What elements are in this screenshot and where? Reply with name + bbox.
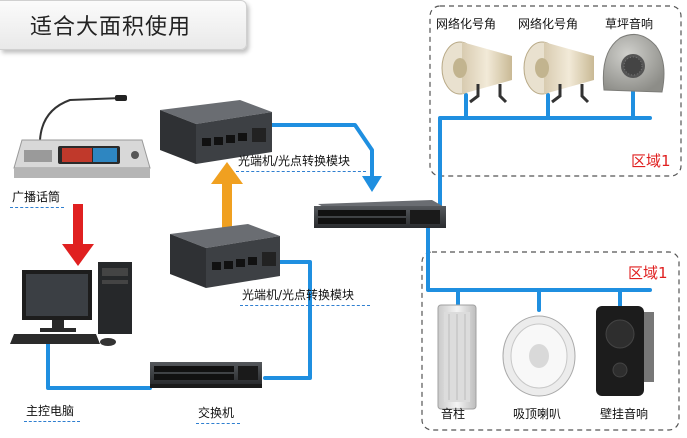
page-title: 适合大面积使用 bbox=[30, 15, 192, 40]
network-horn-1 bbox=[441, 41, 512, 104]
label-underline-converter-bottom bbox=[240, 305, 370, 306]
label-horn-1: 网络化号角 bbox=[436, 17, 497, 31]
label-column-speaker: 音柱 bbox=[441, 407, 466, 421]
core-switch bbox=[314, 200, 446, 228]
label-lawn-speaker: 草坪音响 bbox=[605, 17, 654, 31]
zone-1-bottom-box bbox=[421, 251, 680, 431]
label-mic: 广播话筒 bbox=[12, 190, 61, 204]
label-switch: 交换机 bbox=[198, 406, 235, 420]
ceiling-speaker bbox=[502, 315, 576, 397]
network-cables bbox=[46, 88, 652, 390]
label-underline-converter-top bbox=[236, 171, 366, 172]
label-underline-pc bbox=[24, 421, 80, 422]
wall-speaker bbox=[596, 306, 654, 396]
label-pc: 主控电脑 bbox=[26, 404, 75, 418]
access-switch bbox=[150, 362, 262, 388]
title-banner bbox=[0, 0, 247, 50]
red-arrow bbox=[62, 204, 94, 266]
lawn-speaker bbox=[602, 33, 665, 93]
broadcast-mic-console bbox=[13, 95, 151, 178]
zone-label-top: 区域1 bbox=[631, 152, 671, 170]
blue-arrow-head bbox=[362, 176, 382, 192]
label-wall-speaker: 壁挂音响 bbox=[600, 407, 649, 421]
label-converter-bottom: 光端机/光点转换模块 bbox=[242, 288, 355, 302]
label-underline-mic bbox=[10, 207, 64, 208]
zone-label-bottom: 区域1 bbox=[628, 264, 668, 282]
orange-arrow bbox=[211, 162, 243, 230]
label-horn-2: 网络化号角 bbox=[518, 17, 579, 31]
column-speaker bbox=[437, 304, 477, 410]
label-ceiling-speaker: 吸顶喇叭 bbox=[513, 407, 562, 421]
zone-1-top-box bbox=[429, 5, 682, 177]
media-converter-top bbox=[160, 100, 272, 164]
network-horn-2 bbox=[523, 41, 594, 104]
label-converter-top: 光端机/光点转换模块 bbox=[238, 154, 351, 168]
main-control-pc bbox=[10, 262, 132, 346]
media-converter-bottom bbox=[170, 224, 280, 288]
label-underline-switch bbox=[196, 423, 240, 424]
